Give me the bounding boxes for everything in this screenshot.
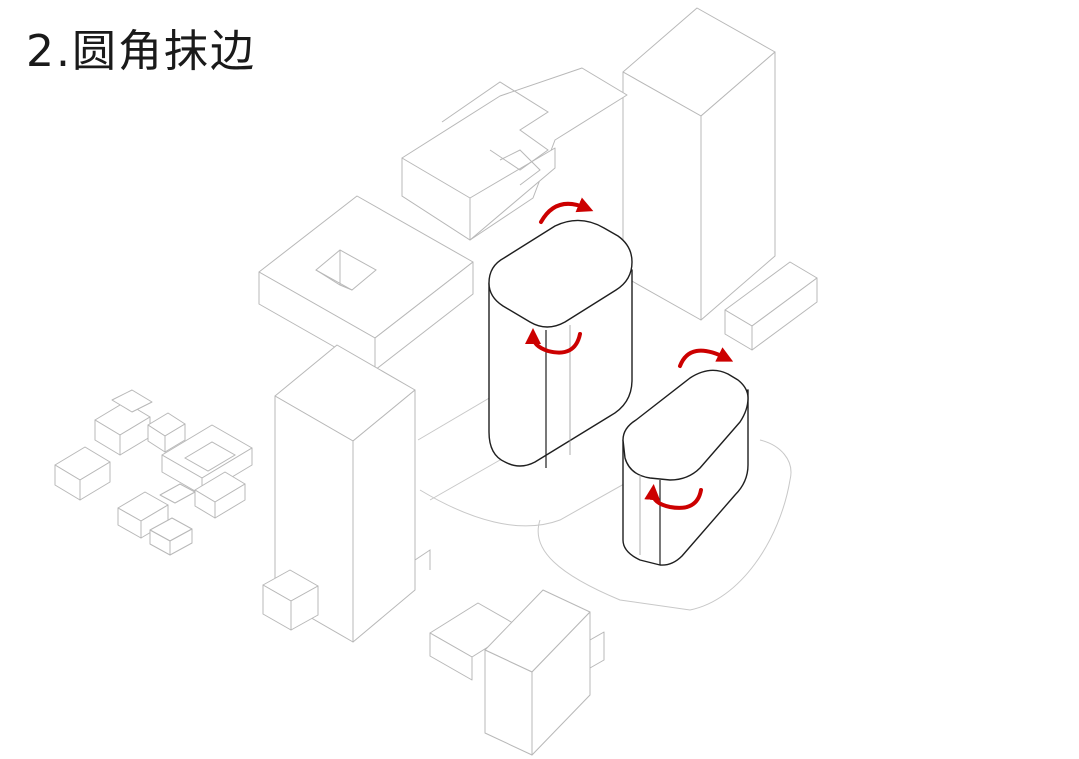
context-building-atrium (258, 195, 474, 371)
context-building-north (401, 67, 628, 241)
rotate-arrow-icon (525, 328, 582, 355)
road-outline (417, 379, 792, 611)
context-village-cluster (54, 389, 253, 556)
rotate-arrow-icon (644, 484, 703, 510)
rounded-tower-main (488, 219, 633, 468)
rotate-arrow-icon (539, 197, 594, 224)
rotate-arrow-icon (678, 347, 734, 368)
context-building-south (429, 589, 605, 756)
context-tower-northeast (622, 7, 818, 351)
diagram-title: 2.圆角抹边 (26, 26, 256, 77)
context-tower-west (262, 344, 431, 643)
rounded-tower-secondary (622, 369, 749, 566)
